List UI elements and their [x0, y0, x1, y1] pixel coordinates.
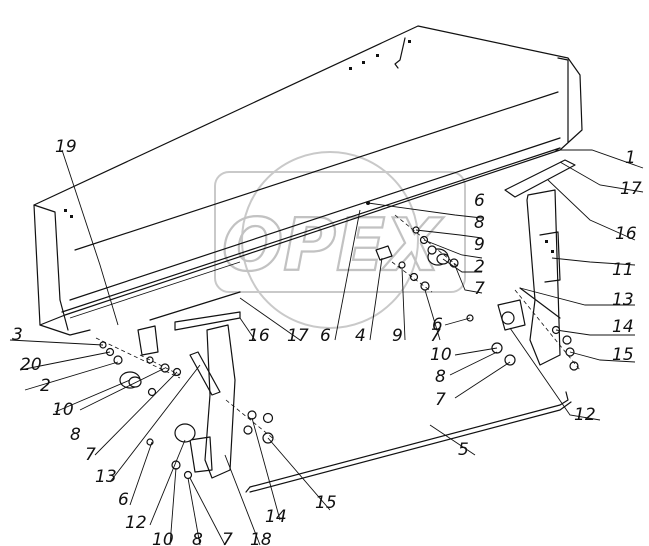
hood-casing — [33, 25, 583, 336]
callout-4: 4 — [355, 326, 366, 346]
left-bracket — [137, 324, 236, 479]
callout-8-center: 8 — [474, 213, 485, 233]
bushings — [119, 245, 450, 443]
callout-16-right: 16 — [615, 224, 637, 244]
callout-8-bottom: 8 — [192, 530, 203, 546]
callout-6-center: 6 — [474, 191, 485, 211]
callout-13-left: 13 — [95, 467, 117, 487]
leader-lines — [9, 149, 644, 546]
callout-17-right: 17 — [620, 179, 642, 199]
callout-15-bottom: 15 — [315, 493, 337, 513]
callout-16-center: 16 — [248, 326, 270, 346]
callout-19: 19 — [55, 137, 77, 157]
callout-2-left: 2 — [40, 376, 51, 396]
callout-7-right-lower: 7 — [435, 390, 446, 410]
callout-10-right-lower: 10 — [430, 345, 452, 365]
watermark-text: OPEX — [222, 203, 444, 287]
callout-12-right: 12 — [574, 405, 596, 425]
callout-13-right: 13 — [612, 290, 634, 310]
callout-1: 1 — [625, 148, 636, 168]
callout-labels: 1 17 16 6 8 9 2 7 11 13 14 15 12 19 3 20… — [12, 137, 642, 546]
watermark-gear — [241, 151, 419, 329]
callout-6-left: 6 — [118, 490, 129, 510]
callout-18: 18 — [250, 530, 272, 546]
callout-6-right-lower: 6 — [432, 315, 443, 335]
callout-5: 5 — [458, 440, 469, 460]
watermark-frame — [214, 171, 466, 293]
callout-7-mid: 7 — [430, 326, 441, 346]
bolt-axes — [95, 214, 581, 441]
callout-6-mid: 6 — [320, 326, 331, 346]
callout-8-right-lower: 8 — [435, 367, 446, 387]
callout-8-left: 8 — [70, 425, 81, 445]
rod — [245, 391, 572, 493]
watermark: OPEX — [214, 151, 466, 329]
callout-3: 3 — [12, 325, 23, 345]
callout-10-left: 10 — [52, 400, 74, 420]
callout-9-mid: 9 — [392, 326, 403, 346]
callout-17-center: 17 — [287, 326, 309, 346]
callout-14-bottom: 14 — [265, 507, 287, 527]
callout-15-right: 15 — [612, 345, 634, 365]
callout-11: 11 — [612, 260, 634, 280]
callout-20: 20 — [20, 355, 42, 375]
right-bracket — [497, 189, 561, 366]
callout-10-bottom: 10 — [152, 530, 174, 546]
callout-7-bottom: 7 — [222, 530, 233, 546]
callout-12-left: 12 — [125, 513, 147, 533]
callout-7-center: 7 — [474, 279, 485, 299]
callout-9-center: 9 — [474, 235, 485, 255]
callout-2-center: 2 — [474, 257, 485, 277]
callout-14-right: 14 — [612, 317, 634, 337]
callout-7-left: 7 — [85, 445, 96, 465]
